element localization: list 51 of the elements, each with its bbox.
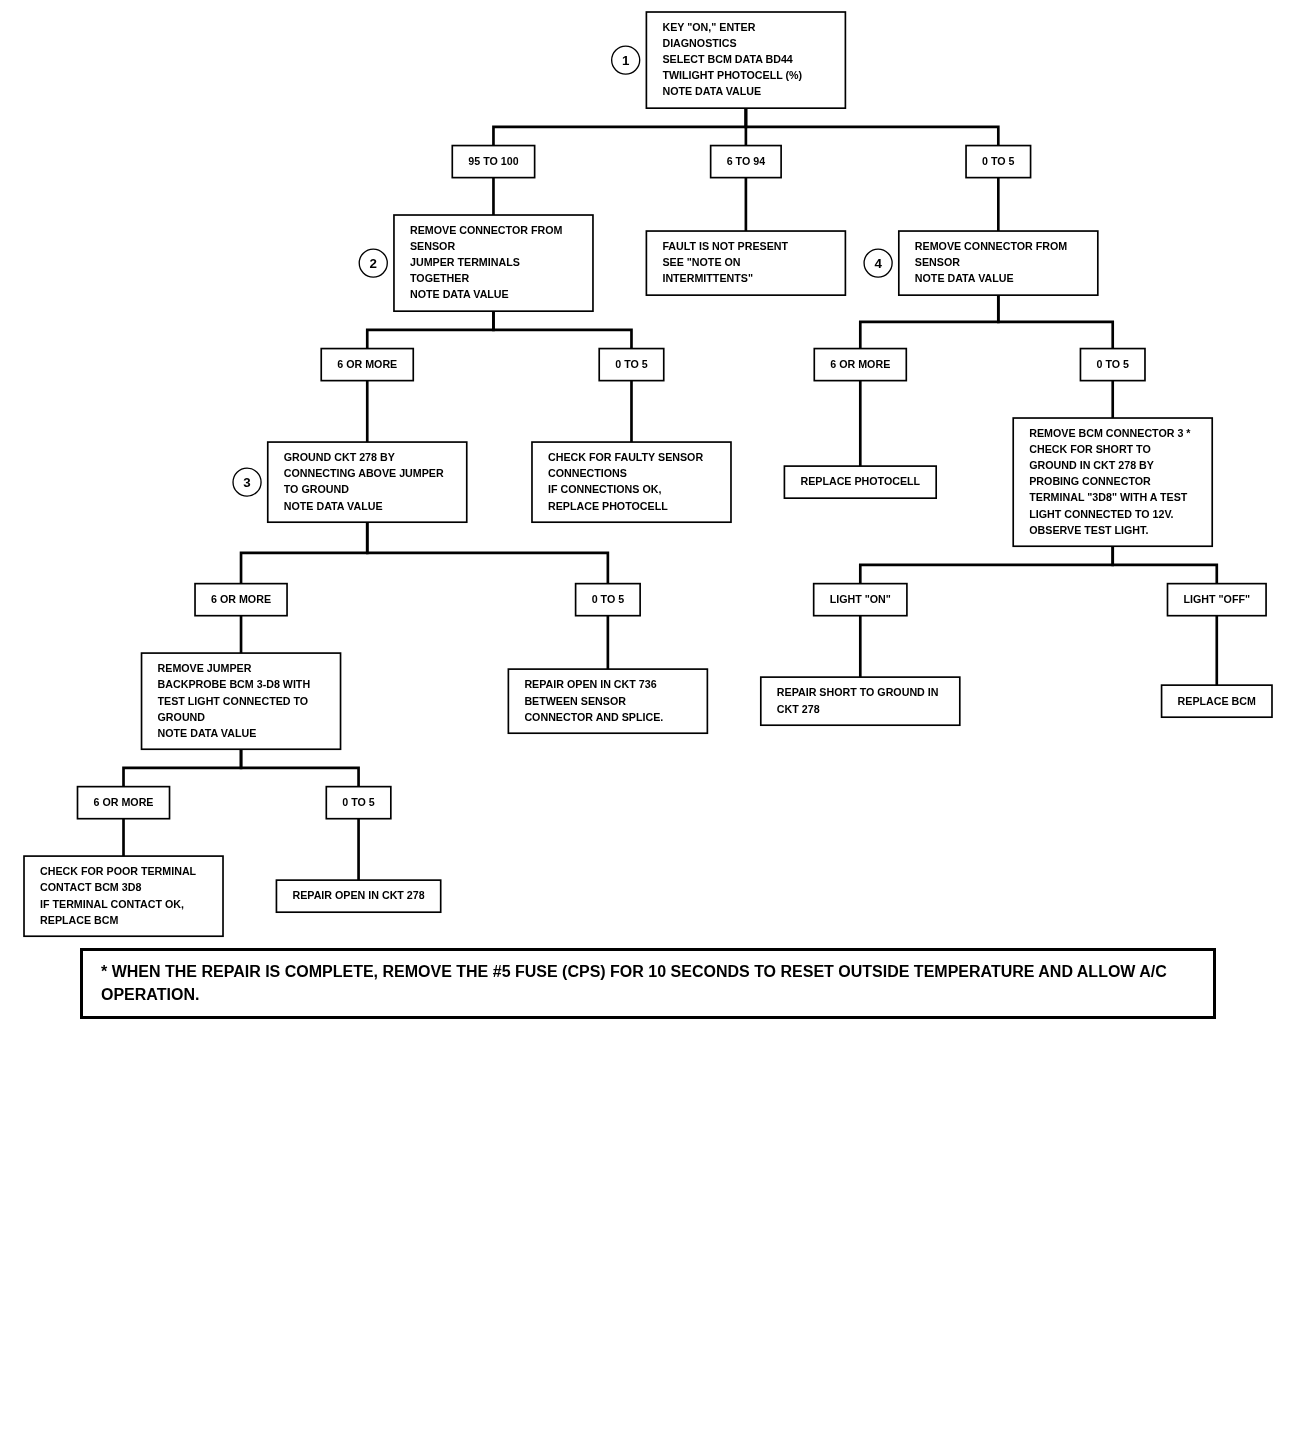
node-box: 6 OR MORE	[813, 347, 908, 382]
connector	[239, 749, 360, 787]
connector	[492, 177, 495, 215]
node-box: GROUND CKT 278 BY CONNECTING ABOVE JUMPER TO GROUND NOTE DATA VALUE	[266, 441, 468, 524]
node-box: KEY "ON," ENTER DIAGNOSTICS SELECT BCM DATA BD44 TWILIGHT PHOTOCELL (%) NOTE DATA VALUE	[645, 11, 847, 109]
step-number: 3	[232, 467, 262, 497]
connector	[996, 295, 1115, 349]
step-number: 2	[358, 248, 388, 278]
connector	[357, 818, 360, 881]
node-box: 0 TO 5	[325, 785, 392, 820]
connector	[1111, 380, 1115, 418]
connector	[996, 177, 1000, 232]
node-box: 0 TO 5	[574, 582, 641, 617]
connector	[122, 818, 125, 857]
node-box: 6 OR MORE	[320, 347, 415, 382]
node-box: 0 TO 5	[1079, 347, 1146, 382]
node-box: REPAIR OPEN IN CKT 736 BETWEEN SENSOR CONNECTOR AND SPLICE.	[507, 668, 709, 735]
connector	[858, 615, 862, 678]
node-box: CHECK FOR FAULTY SENSOR CONNECTIONS IF CONNECTIONS OK, REPLACE PHOTOCELL	[531, 441, 732, 524]
connector	[744, 177, 748, 232]
node-box: 95 TO 100	[451, 144, 536, 179]
node-box: CHECK FOR POOR TERMINAL CONTACT BCM 3D8 IF TERMINAL CONTACT OK, REPLACE BCM	[23, 855, 224, 938]
connector	[744, 108, 1000, 146]
node-box: 6 TO 94	[709, 144, 782, 179]
node-box: 6 OR MORE	[194, 582, 288, 617]
node-box: REPLACE PHOTOCELL	[783, 465, 937, 499]
node-box: REMOVE CONNECTOR FROM SENSOR JUMPER TERMINALS TOGETHER NOTE DATA VALUE	[393, 214, 594, 312]
connector	[365, 522, 610, 584]
node-box: REPAIR OPEN IN CKT 278	[275, 879, 442, 914]
connector	[606, 615, 610, 670]
connector	[492, 311, 633, 349]
node-box: 0 TO 5	[965, 144, 1032, 179]
node-box: LIGHT "OFF"	[1166, 582, 1267, 617]
node-box: REMOVE JUMPER BACKPROBE BCM 3-D8 WITH TEST LIGHT CONNECTED TO GROUND NOTE DATA VALUE	[140, 652, 342, 751]
connector	[239, 615, 243, 654]
node-box: 0 TO 5	[598, 347, 665, 382]
connector	[630, 380, 633, 443]
node-box: FAULT IS NOT PRESENT SEE "NOTE ON INTERMITTENTS"	[645, 230, 847, 296]
node-box: REPLACE BCM	[1160, 684, 1273, 719]
step-number: 4	[863, 248, 893, 278]
step-number: 1	[611, 45, 641, 75]
node-box: 6 OR MORE	[76, 785, 171, 820]
node-box: REMOVE CONNECTOR FROM SENSOR NOTE DATA VALUE	[897, 230, 1099, 296]
connector	[1111, 546, 1219, 584]
connector	[1215, 615, 1219, 686]
footnote: * WHEN THE REPAIR IS COMPLETE, REMOVE THE #5 FUSE (CPS) FOR 10 SECONDS TO RESET OUTSIDE TEMPERATURE AND ALLOW A/C OPERATION.	[80, 948, 1216, 1019]
node-box: REMOVE BCM CONNECTOR 3 * CHECK FOR SHORT TO GROUND IN CKT 278 BY PROBING CONNECTOR TERMINAL "3D8" WITH A TEST LIGHT CONNECTED TO 12V. OBSERVE TEST LIGHT.	[1012, 417, 1214, 548]
node-box: LIGHT "ON"	[812, 582, 908, 617]
connector	[365, 380, 369, 443]
connector	[858, 380, 862, 467]
node-box: REPAIR SHORT TO GROUND IN CKT 278	[759, 676, 961, 727]
